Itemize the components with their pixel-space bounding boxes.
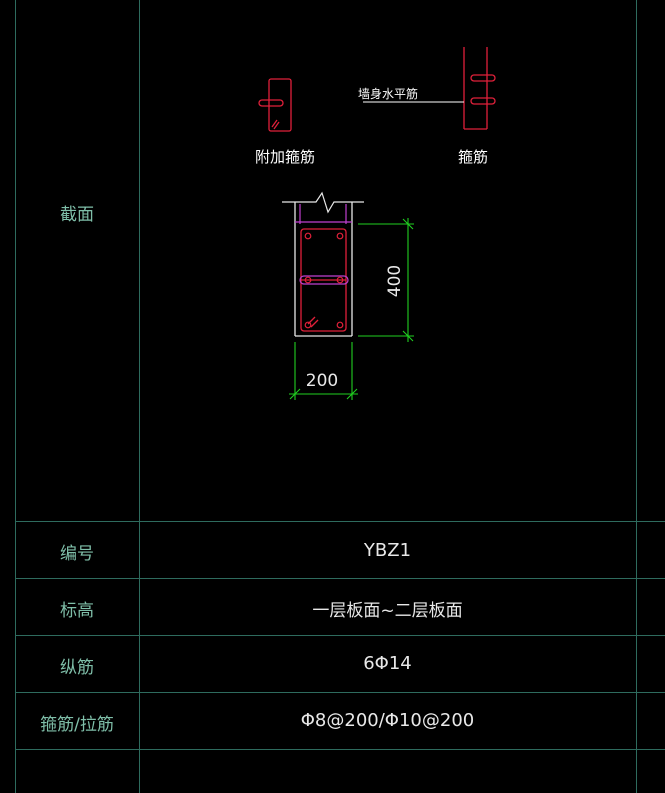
break-line [282,191,364,214]
grid-line-row-3 [15,635,665,636]
row-value-number: YBZ1 [363,540,412,561]
longitudinal-bars [304,232,344,329]
row-label-stirrups-ties: 箍筋/拉筋 [40,715,114,735]
width-dim-text: 200 [306,371,338,391]
row-value-elevation: 一层板面~二层板面 [312,601,463,621]
row-label-longitudinal-bars: 纵筋 [60,658,94,678]
tie-bar [299,275,349,285]
row-label-elevation: 标高 [60,601,94,621]
stirrup-label: 箍筋 [458,148,488,166]
longitudinal-bar [336,276,344,284]
row-label-number: 编号 [60,544,94,564]
longitudinal-bar [304,276,312,284]
longitudinal-bar [336,232,344,240]
grid-line-row-1 [15,521,665,522]
wall-bar-label: 墙身水平筋 [358,86,418,101]
grid-line-row-4 [15,692,665,693]
wall-tie-lines [295,204,352,224]
section-label: 截面 [60,205,94,225]
stirrup-detail [463,47,496,130]
longitudinal-bar [304,321,312,329]
grid-line-row-5 [15,749,665,750]
height-dimension [358,218,414,342]
longitudinal-bar [304,232,312,240]
column-stirrup [300,228,347,332]
width-dimension [289,342,358,400]
row-value-longitudinal-bars: 6Φ14 [363,653,412,674]
grid-line-label-divider [139,0,140,793]
grid-line-row-2 [15,578,665,579]
longitudinal-bar [336,321,344,329]
extra-stirrup-detail [258,78,292,132]
extra-stirrup-label: 附加箍筋 [255,148,315,166]
column-outline [294,202,353,337]
grid-line-left [15,0,16,793]
grid-line-right [636,0,637,793]
row-value-stirrups-ties: Φ8@200/Φ10@200 [300,710,475,731]
height-dim-text: 400 [385,265,405,297]
